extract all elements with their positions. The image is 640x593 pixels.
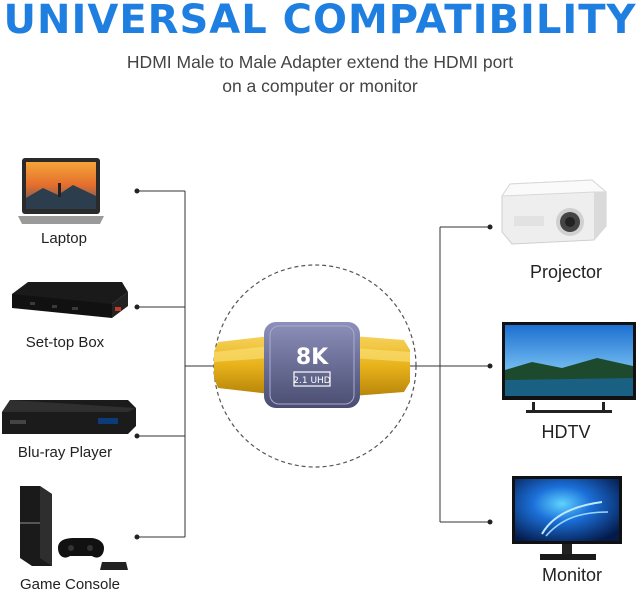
game-console-label: Game Console bbox=[19, 576, 121, 593]
page-title: UNIVERSAL COMPATIBILITY bbox=[3, 0, 637, 43]
monitor-icon bbox=[512, 476, 622, 560]
laptop-icon bbox=[18, 158, 104, 224]
adapter-resolution-text: 8K bbox=[296, 345, 329, 370]
hdtv-label: HDTV bbox=[541, 422, 591, 442]
game-console-icon bbox=[20, 486, 128, 570]
monitor-label: Monitor bbox=[541, 565, 603, 585]
adapter-standard-text: 2.1 UHD bbox=[293, 376, 331, 386]
laptop-label: Laptop bbox=[41, 230, 87, 247]
set-top-box-label: Set-top Box bbox=[25, 334, 105, 351]
subtitle-line-1: HDMI Male to Male Adapter extend the HDM… bbox=[126, 52, 514, 72]
subtitle-line-2: on a computer or monitor bbox=[222, 76, 418, 96]
hdmi-adapter-icon: 8K 2.1 UHD bbox=[214, 322, 410, 408]
blu-ray-player-icon bbox=[2, 400, 136, 434]
set-top-box-icon bbox=[12, 282, 128, 318]
subtitle: HDMI Male to Male Adapter extend the HDM… bbox=[70, 50, 570, 98]
projector-icon bbox=[501, 179, 608, 245]
blu-ray-player-label: Blu-ray Player bbox=[17, 444, 113, 461]
projector-label: Projector bbox=[529, 262, 603, 282]
hdtv-icon bbox=[502, 322, 636, 413]
